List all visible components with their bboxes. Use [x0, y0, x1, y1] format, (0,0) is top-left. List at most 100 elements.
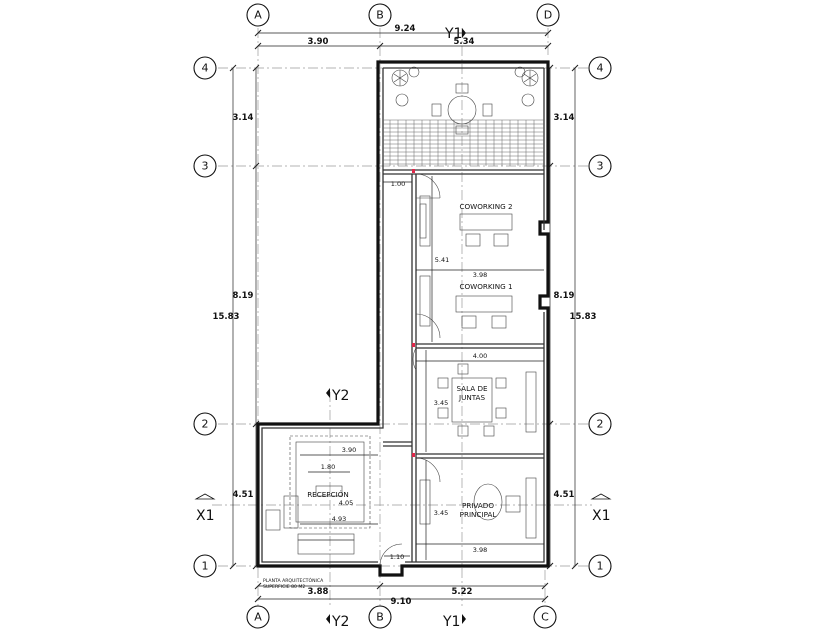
dimension-text-top-right: 5.34 — [454, 37, 475, 47]
door-swing — [412, 347, 417, 371]
room-label-privado-line2: PRINCIPAL — [460, 510, 497, 519]
section-marker-y1-bottom: Y1 — [442, 614, 466, 630]
section-marker-x1-left: X1 — [194, 493, 216, 524]
dimension-bottom-total: 9.10 — [254, 595, 549, 607]
grid-label-d-top: D — [544, 9, 552, 22]
grid-bubble-2-left: 2 — [193, 412, 217, 436]
inner-dimension-text-rec-w1: 3.90 — [342, 446, 356, 454]
grid-label-b-top: B — [376, 9, 384, 22]
inner-dimension-cw-width: 3.98 — [416, 269, 544, 279]
room-label-coworking-1: COWORKING 1 — [459, 282, 512, 291]
room-sala-de-juntas: 4.00 SALA DE JUNTAS 3.45 — [416, 350, 544, 452]
inner-dimension-text-door-top: 1.00 — [391, 180, 405, 188]
inner-dimension-text-door-bottom: 1.10 — [390, 553, 404, 561]
dimension-text-left-upper: 3.14 — [233, 113, 254, 123]
dimension-text-bottom-left: 3.88 — [308, 587, 329, 597]
grid-bubble-d-top: D — [536, 3, 560, 27]
inner-dimension-text-rec-h: 4.05 — [339, 499, 353, 507]
grid-label-2-left: 2 — [202, 418, 209, 431]
inner-dimension-door-bottom: 1.10 — [384, 553, 410, 561]
inner-dimension-cw-height: 5.41 — [431, 176, 449, 342]
inner-dimension-text-priv-height: 3.45 — [434, 509, 448, 517]
grid-label-1-right: 1 — [597, 560, 604, 573]
room-coworking-1: COWORKING 1 — [419, 275, 513, 329]
section-marker-y2-top: Y2 — [326, 388, 349, 404]
inner-dimension-text-priv-width: 3.98 — [473, 546, 487, 554]
dimension-text-right-lower: 4.51 — [554, 490, 575, 500]
title-block-line2: SUPERFICIE 80 M2 — [263, 584, 305, 590]
plant-icon — [391, 66, 420, 107]
dimension-text-bottom-total: 9.10 — [391, 597, 412, 607]
terrace-tile-hatch — [383, 119, 544, 166]
room-label-coworking-2: COWORKING 2 — [459, 202, 512, 211]
room-privado-principal: PRIVADO PRINCIPAL 3.45 3.98 — [416, 460, 544, 560]
room-label-sala-line2: JUNTAS — [458, 393, 486, 402]
grid-bubble-4-right: 4 — [588, 56, 612, 80]
grid-lines — [212, 28, 592, 606]
terrace-area — [383, 66, 544, 166]
room-label-recepcion: RECEPCIÓN — [307, 490, 349, 499]
inner-dimension-text-rec-w2: 1.80 — [321, 463, 335, 471]
room-recepcion: 3.90 1.80 RECEPCIÓN 4.05 4.93 — [265, 435, 378, 555]
grid-label-c-bottom: C — [541, 611, 549, 624]
grid-bubble-a-bottom: A — [246, 605, 270, 629]
room-label-sala-line1: SALA DE — [456, 384, 488, 393]
room-coworking-2: COWORKING 2 — [419, 195, 513, 247]
section-label-x1-left: X1 — [196, 508, 215, 524]
dimension-text-left-mid: 8.19 — [233, 291, 254, 301]
inner-dimension-door-top: 1.00 — [383, 180, 412, 188]
dimension-top-total: 9.24 — [254, 24, 552, 37]
dimension-text-right-total: 15.83 — [570, 312, 597, 322]
grid-bubble-1-right: 1 — [588, 554, 612, 578]
inner-dimension-text-rec-w3: 4.93 — [332, 515, 346, 523]
door-swing — [379, 543, 403, 567]
dimension-text-left-total: 15.83 — [213, 312, 240, 322]
door-marker-icon — [412, 169, 415, 457]
grid-bubble-b-top: B — [368, 3, 392, 27]
title-block: PLANTA ARQUITECTÓNICA SUPERFICIE 80 M2 — [263, 577, 324, 590]
dimension-top-split: 3.90 5.34 — [254, 37, 552, 50]
dimension-text-right-mid: 8.19 — [554, 291, 575, 301]
section-label-y2-bottom: Y2 — [331, 614, 349, 630]
door-swing — [415, 173, 441, 199]
interior-walls — [383, 169, 544, 562]
exterior-wall — [256, 60, 550, 577]
grid-label-3-left: 3 — [202, 160, 209, 173]
grid-bubble-4-left: 4 — [193, 56, 217, 80]
inner-dimension-text-cw-height: 5.41 — [435, 256, 449, 264]
grid-label-b-bottom: B — [376, 611, 384, 624]
section-label-y2-top: Y2 — [331, 388, 349, 404]
grid-bubble-c-bottom: C — [533, 605, 557, 629]
section-marker-x1-right: X1 — [590, 493, 612, 524]
inner-dimension-text-sala-height: 3.45 — [434, 399, 448, 407]
grid-label-3-right: 3 — [597, 160, 604, 173]
grid-label-1-left: 1 — [202, 560, 209, 573]
grid-bubble-2-right: 2 — [588, 412, 612, 436]
inner-dimension-text-sala-width: 4.00 — [473, 352, 487, 360]
title-block-line1: PLANTA ARQUITECTÓNICA — [263, 577, 324, 584]
door-swing — [415, 457, 441, 483]
grid-label-a-bottom: A — [254, 611, 262, 624]
section-label-y1-top: Y1 — [444, 26, 462, 42]
grid-bubble-a-top: A — [246, 3, 270, 27]
dimension-text-left-lower: 4.51 — [233, 490, 254, 500]
section-marker-y2-bottom: Y2 — [326, 614, 349, 630]
grid-bubble-b-bottom: B — [368, 605, 392, 629]
dimension-left-split: 3.14 8.19 4.51 — [233, 64, 260, 570]
room-label-privado-line1: PRIVADO — [462, 501, 494, 510]
dimension-text-top-total: 9.24 — [395, 24, 416, 34]
dimension-bottom-split: 3.88 5.22 — [254, 582, 549, 597]
grid-label-4-left: 4 — [202, 62, 209, 75]
dimension-text-bottom-right: 5.22 — [452, 587, 473, 597]
grid-label-2-right: 2 — [597, 418, 604, 431]
section-label-y1-bottom: Y1 — [442, 614, 460, 630]
plant-icon — [514, 66, 539, 107]
inner-dimension-text-cw-width: 3.98 — [473, 271, 487, 279]
grid-bubble-3-right: 3 — [588, 154, 612, 178]
grid-bubble-3-left: 3 — [193, 154, 217, 178]
dimension-text-right-upper: 3.14 — [554, 113, 575, 123]
dining-table-icon — [431, 83, 493, 135]
dimension-text-top-left: 3.90 — [308, 37, 329, 47]
dimension-right-total: 15.83 — [570, 64, 597, 570]
